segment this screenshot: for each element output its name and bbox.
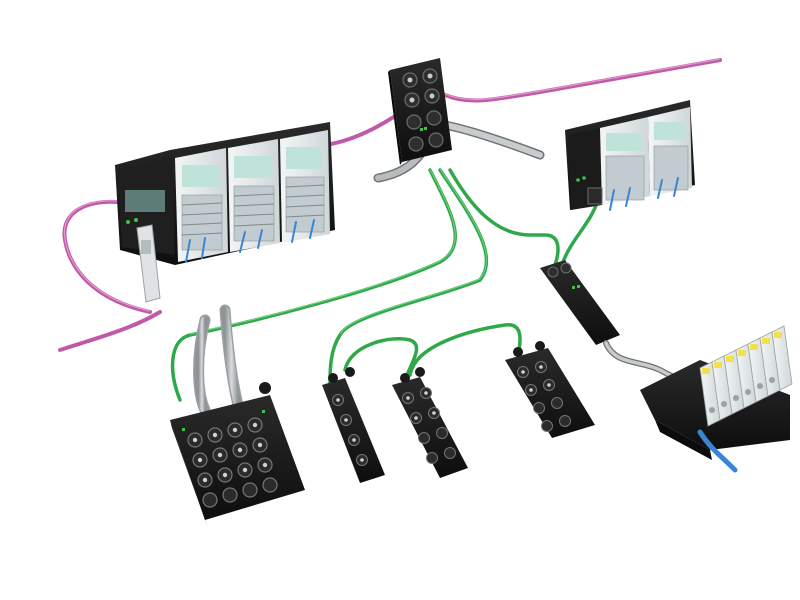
ethernet-cable-right-rack	[560, 198, 600, 267]
ethernet-cable-block1-to-block2	[343, 337, 419, 382]
valve-terminal	[640, 325, 793, 473]
inline-repeater	[540, 260, 693, 388]
profibus-connector-left	[136, 224, 161, 303]
ethernet-cable-block2-to-block3	[408, 323, 522, 377]
io-block-small-3	[505, 341, 595, 438]
profibus-cable-bottom	[58, 310, 162, 352]
io-block-large	[170, 304, 305, 528]
plc-rack-left	[115, 122, 335, 303]
plc-rack-right	[565, 100, 695, 211]
io-block-small-1	[322, 367, 385, 483]
network-switch-top	[388, 58, 452, 165]
ethernet-cable-to-repeater	[448, 168, 560, 267]
profibus-cable-top	[443, 58, 722, 103]
pneumatic-tube	[697, 429, 738, 473]
valve-stack	[699, 325, 793, 427]
ethernet-cables	[170, 168, 600, 402]
io-block-small-2	[392, 367, 468, 478]
